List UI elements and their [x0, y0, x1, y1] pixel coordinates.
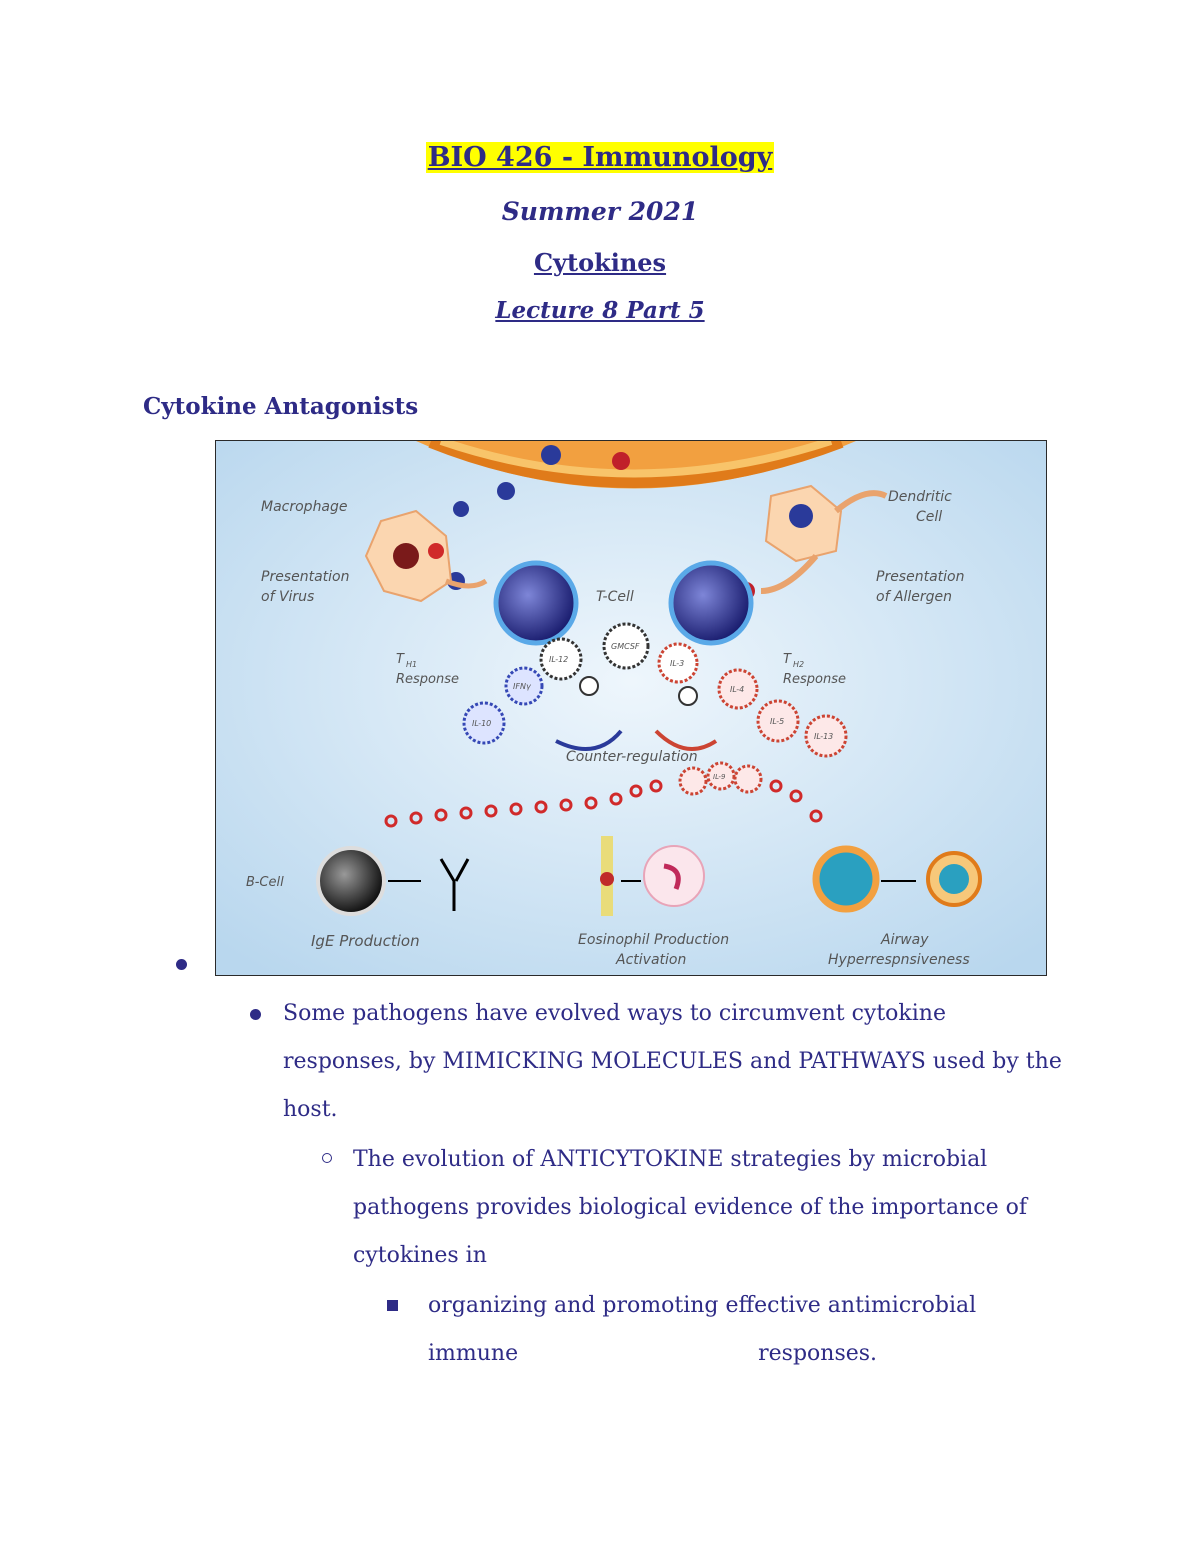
label-th1-sub: H1 [406, 660, 417, 669]
bullet-anticytokine-evolution: The evolution of ANTICYTOKINE strategies… [353, 1147, 1028, 1268]
course-title: BIO 426 - Immunology [425, 142, 775, 173]
cytokine-diagram: Macrophage Dendritic Cell Presentation o… [215, 440, 1047, 976]
label-ige-production: IgE Production [311, 932, 420, 950]
label-of-allergen: of Allergen [876, 589, 952, 605]
label-il12: IL-12 [549, 655, 568, 664]
label-tcell: T-Cell [596, 589, 634, 605]
label-ifng: IFNγ [513, 682, 532, 691]
label-gmcsf: GMCSF [611, 642, 640, 651]
label-th1-response: Response [396, 672, 459, 687]
bullet-pathogens-mimicking: Some pathogens have evolved ways to circ… [283, 1001, 1062, 1122]
label-il10: IL-10 [472, 719, 491, 728]
label-il4: IL-4 [730, 685, 744, 694]
label-dendritic-cell: Cell [916, 509, 942, 525]
label-il9: IL-9 [713, 773, 726, 781]
bullet-circle [322, 1153, 332, 1163]
label-eosinophil-production: Eosinophil Production [578, 932, 729, 948]
bullet-organizing-promoting: organizing and promoting effective antim… [428, 1282, 1048, 1378]
lecture-label: Lecture 8 Part 5 [495, 297, 705, 324]
term-label: Summer 2021 [501, 197, 699, 226]
bullet-square [387, 1300, 398, 1311]
label-activation: Activation [615, 952, 686, 968]
empty-bullet [176, 959, 187, 970]
label-bcell: B-Cell [246, 875, 284, 890]
label-il13: IL-13 [814, 732, 833, 741]
label-presentation-allergen: Presentation [876, 569, 964, 585]
label-dendritic: Dendritic [888, 489, 952, 505]
bullet-responses-text: responses. [758, 1341, 878, 1366]
label-il5: IL-5 [770, 717, 784, 726]
label-hyperresponsiveness: Hyperrespnsiveness [828, 952, 970, 968]
label-th2-sub: H2 [793, 660, 804, 669]
bullet-organizing-text: organizing and promoting effective antim… [428, 1293, 977, 1366]
label-th2: T [783, 652, 792, 667]
label-counter-regulation: Counter-regulation [566, 749, 698, 765]
section-heading: Cytokine Antagonists [143, 393, 419, 420]
label-macrophage: Macrophage [261, 499, 348, 515]
bullet-dot [250, 1009, 261, 1020]
label-presentation-virus: Presentation [261, 569, 349, 585]
label-th1: T [396, 652, 405, 667]
label-th2-response: Response [783, 672, 846, 687]
label-of-virus: of Virus [261, 589, 314, 605]
topic-title: Cytokines [533, 248, 667, 277]
label-airway: Airway [880, 932, 929, 948]
label-il3: IL-3 [670, 659, 684, 668]
